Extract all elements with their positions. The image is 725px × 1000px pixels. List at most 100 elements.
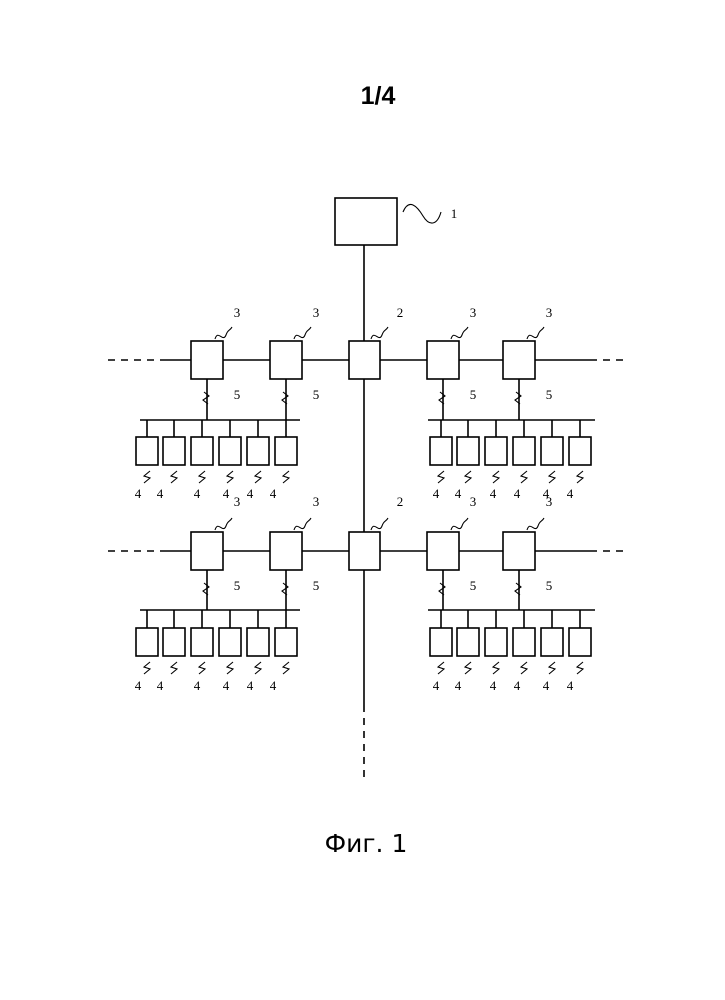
row2-controller-1-label-link: 5 <box>234 578 241 593</box>
row2-sensor-group-1-sensor-4-box <box>219 628 241 656</box>
row2-sensor-group-2-sensor-5-antenna <box>549 662 555 674</box>
row1-sensor-group-1-sensor-5-label: 4 <box>247 486 254 501</box>
row1-sensor-group-1-sensor-1-label: 4 <box>135 486 142 501</box>
row1-sensor-group-1-sensor-1-antenna <box>144 471 150 483</box>
row1-sensor-group-1-sensor-6-antenna <box>283 471 289 483</box>
row1-sensor-group-1-sensor-2-label: 4 <box>157 486 164 501</box>
row1-sensor-group-2-sensor-6-box <box>569 437 591 465</box>
row2-sensor-group-2-sensor-4-box <box>513 628 535 656</box>
row2-controller-3-label-link: 5 <box>470 578 477 593</box>
row1-label-switch: 2 <box>397 305 404 320</box>
row1-sensor-group-2-sensor-6-antenna <box>577 471 583 483</box>
row1-controller-1-label: 3 <box>234 305 241 320</box>
row1-sensor-group-2-sensor-2-antenna <box>465 471 471 483</box>
row2-controller-4-box <box>503 532 535 570</box>
row2-controller-2-link-symbol <box>282 583 288 595</box>
row1-sensor-group-2-sensor-4-label: 4 <box>514 486 521 501</box>
row2-sensor-group-1-sensor-1-label: 4 <box>135 678 142 693</box>
row2-sensor-group-1-sensor-1-antenna <box>144 662 150 674</box>
row1-controller-4-link-symbol <box>515 392 521 404</box>
row1-sensor-group-1-sensor-6-box <box>275 437 297 465</box>
row2-sensor-group-2-sensor-1-label: 4 <box>433 678 440 693</box>
row1-sensor-group-1-sensor-6-label: 4 <box>270 486 277 501</box>
server-box <box>335 198 397 245</box>
row1-sensor-group-1-sensor-4-label: 4 <box>223 486 230 501</box>
row1-switch-box <box>349 341 380 379</box>
row2-sensor-group-1-sensor-3-label: 4 <box>194 678 201 693</box>
row2-switch-box <box>349 532 380 570</box>
row1-controller-3-link-symbol <box>439 392 445 404</box>
row1-sensor-group-2-sensor-3-antenna <box>493 471 499 483</box>
server-leader <box>403 204 441 223</box>
row2-sensor-group-2-sensor-3-box <box>485 628 507 656</box>
row2-sensor-group-2-sensor-6-antenna <box>577 662 583 674</box>
row2-controller-4-label-link: 5 <box>546 578 553 593</box>
row1-controller-4-label-link: 5 <box>546 387 553 402</box>
row2-sensor-group-1-sensor-4-antenna <box>227 662 233 674</box>
row1-controller-2-link-symbol <box>282 392 288 404</box>
row1-sensor-group-1-sensor-2-box <box>163 437 185 465</box>
row2-sensor-group-1-sensor-2-antenna <box>171 662 177 674</box>
row2-sensor-group-1-sensor-5-antenna <box>255 662 261 674</box>
row1-sensor-group-2-sensor-5-box <box>541 437 563 465</box>
network-graph: 1235353535444444444444235353535444444444… <box>108 198 625 780</box>
row2-controller-2-label-link: 5 <box>313 578 320 593</box>
row2-sensor-group-1-sensor-6-antenna <box>283 662 289 674</box>
row2-sensor-group-2-sensor-3-antenna <box>493 662 499 674</box>
row2-sensor-group-2-sensor-2-box <box>457 628 479 656</box>
row1-sensor-group-2-sensor-1-antenna <box>438 471 444 483</box>
row2-controller-2-leader <box>294 518 311 530</box>
row2-sensor-group-1-sensor-6-label: 4 <box>270 678 277 693</box>
row2-sensor-group-2-sensor-1-box <box>430 628 452 656</box>
row1-controller-1-leader <box>215 327 232 339</box>
row1-sensor-group-1-sensor-3-label: 4 <box>194 486 201 501</box>
row2-controller-2-label: 3 <box>313 494 320 509</box>
row1-controller-1-label-link: 5 <box>234 387 241 402</box>
row1-sensor-group-2-sensor-3-label: 4 <box>490 486 497 501</box>
row1-sensor-group-1-sensor-5-antenna <box>255 471 261 483</box>
row1-controller-3-label: 3 <box>470 305 477 320</box>
row2-sensor-group-2-sensor-6-box <box>569 628 591 656</box>
row1-sensor-group-2-sensor-4-antenna <box>521 471 527 483</box>
figure-caption: Фиг. 1 <box>325 829 408 858</box>
row2-sensor-group-2-sensor-3-label: 4 <box>490 678 497 693</box>
row2-controller-1-link-symbol <box>203 583 209 595</box>
row2-sensor-group-2-sensor-5-label: 4 <box>543 678 550 693</box>
row2-controller-3-label: 3 <box>470 494 477 509</box>
row2-controller-3-leader <box>451 518 468 530</box>
row1-sensor-group-1-sensor-2-antenna <box>171 471 177 483</box>
row2-controller-2-box <box>270 532 302 570</box>
row1-sensor-group-2-sensor-1-label: 4 <box>433 486 440 501</box>
row1-sensor-group-1-sensor-3-box <box>191 437 213 465</box>
row1-controller-2-label: 3 <box>313 305 320 320</box>
row2-controller-1-box <box>191 532 223 570</box>
row2-sensor-group-1-sensor-3-antenna <box>199 662 205 674</box>
label-server: 1 <box>451 206 458 221</box>
row1-controller-3-label-link: 5 <box>470 387 477 402</box>
row2-sensor-group-1-sensor-2-label: 4 <box>157 678 164 693</box>
row1-controller-2-label-link: 5 <box>313 387 320 402</box>
row2-label-switch: 2 <box>397 494 404 509</box>
row2-controller-1-leader <box>215 518 232 530</box>
row1-controller-4-leader <box>527 327 544 339</box>
row2-sensor-group-2-sensor-6-label: 4 <box>567 678 574 693</box>
row1-sensor-group-2-sensor-6-label: 4 <box>567 486 574 501</box>
row2-sensor-group-2-sensor-5-box <box>541 628 563 656</box>
row2-controller-4-leader <box>527 518 544 530</box>
row1-controller-4-box <box>503 341 535 379</box>
row1-sensor-group-1-sensor-4-antenna <box>227 471 233 483</box>
row1-controller-3-box <box>427 341 459 379</box>
row2-controller-1-label: 3 <box>234 494 241 509</box>
row1-sensor-group-1-sensor-1-box <box>136 437 158 465</box>
row2-sensor-group-2-sensor-1-antenna <box>438 662 444 674</box>
row2-controller-4-label: 3 <box>546 494 553 509</box>
row1-switch-leader <box>371 327 388 339</box>
row1-sensor-group-2-sensor-2-label: 4 <box>455 486 462 501</box>
row1-controller-1-box <box>191 341 223 379</box>
row1-sensor-group-2-sensor-5-antenna <box>549 471 555 483</box>
row2-sensor-group-2-sensor-4-antenna <box>521 662 527 674</box>
row2-sensor-group-1-sensor-5-box <box>247 628 269 656</box>
row1-sensor-group-2-sensor-1-box <box>430 437 452 465</box>
